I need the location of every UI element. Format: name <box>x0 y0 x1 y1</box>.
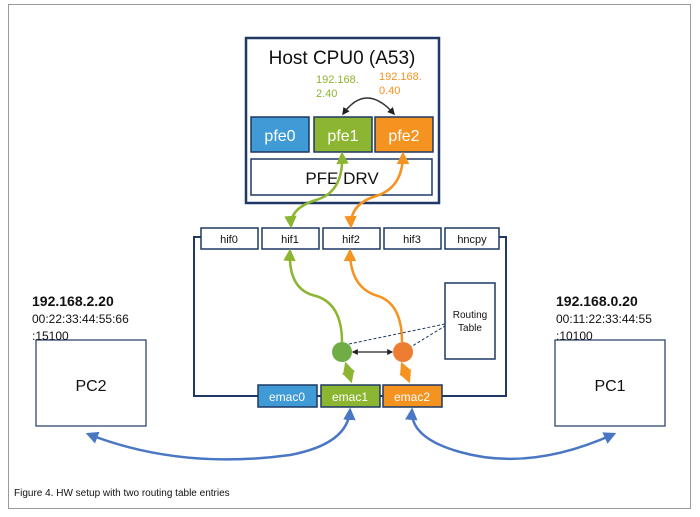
green-forward-node <box>332 342 352 362</box>
hif2-label: hif2 <box>342 234 360 246</box>
pfe2-label: pfe2 <box>388 128 419 145</box>
cable-pc1-emac2 <box>405 407 617 461</box>
routing-table-line1: Routing <box>453 310 487 321</box>
emac2-label: emac2 <box>394 390 430 404</box>
emac2-port[interactable] <box>382 384 443 408</box>
emac1-port[interactable] <box>320 384 381 408</box>
emac0-port[interactable] <box>257 384 318 408</box>
green-flow-hif1-node <box>283 248 344 343</box>
cable-pc2-emac1 <box>85 407 356 461</box>
figure-frame <box>8 4 691 509</box>
green-node-emac1 <box>342 361 355 384</box>
pfe0-label: pfe0 <box>264 128 295 145</box>
pc2-mac-line2: :15100 <box>32 329 69 343</box>
pfe0-box[interactable] <box>250 116 310 153</box>
emac0-label: emac0 <box>269 390 305 404</box>
pfe-drv-label: PFE DRV <box>305 169 379 188</box>
pfe1-box[interactable] <box>313 116 373 153</box>
pc1-ip: 192.168.0.20 <box>556 293 638 309</box>
orange-flow-pfe2-hif2 <box>344 151 410 229</box>
hif-row: hif0 hif1 hif2 hif3 hncpy <box>200 227 500 250</box>
lookup-line-green <box>348 323 446 345</box>
pc1-mac-line1: 00:11:22:33:44:55 <box>556 312 652 326</box>
pc2-ip: 192.168.2.20 <box>32 293 114 309</box>
hif0-port[interactable] <box>200 227 259 250</box>
pc2-name: PC2 <box>75 378 106 395</box>
routing-table-line2: Table <box>458 323 482 334</box>
hncpy-label: hncpy <box>457 234 487 246</box>
orange-forward-node <box>393 342 413 362</box>
figure-caption: Figure 4. HW setup with two routing tabl… <box>14 488 230 499</box>
emac1-label: emac1 <box>332 390 368 404</box>
hif0-label: hif0 <box>220 234 238 246</box>
hif1-label: hif1 <box>281 234 299 246</box>
pc2-mac-line1: 00:22:33:44:55:66 <box>32 312 129 326</box>
green-flow-pfe1-hif1 <box>284 151 349 229</box>
pfe1-ip-line2: 2.40 <box>316 88 337 100</box>
pfe1-label: pfe1 <box>327 128 358 145</box>
routing-table-box <box>444 282 496 360</box>
pfe2-box[interactable] <box>374 116 434 153</box>
pfe2-ip-line2: 0.40 <box>379 85 400 97</box>
pfe-bridge-arrow <box>342 97 395 116</box>
pfe1-ip-line1: 192.168. <box>316 74 359 86</box>
hncpy-port[interactable] <box>444 227 500 250</box>
pc1-mac-line2: :10100 <box>556 329 593 343</box>
hif3-port[interactable] <box>383 227 442 250</box>
host-title: Host CPU0 (A53) <box>269 48 416 69</box>
orange-node-emac2 <box>399 361 412 384</box>
pc1-name: PC1 <box>594 378 625 395</box>
lookup-line-orange <box>408 325 446 349</box>
pfe2-ip-line1: 192.168. <box>379 71 422 83</box>
orange-flow-hif2-node <box>343 248 404 343</box>
hif3-label: hif3 <box>403 234 421 246</box>
